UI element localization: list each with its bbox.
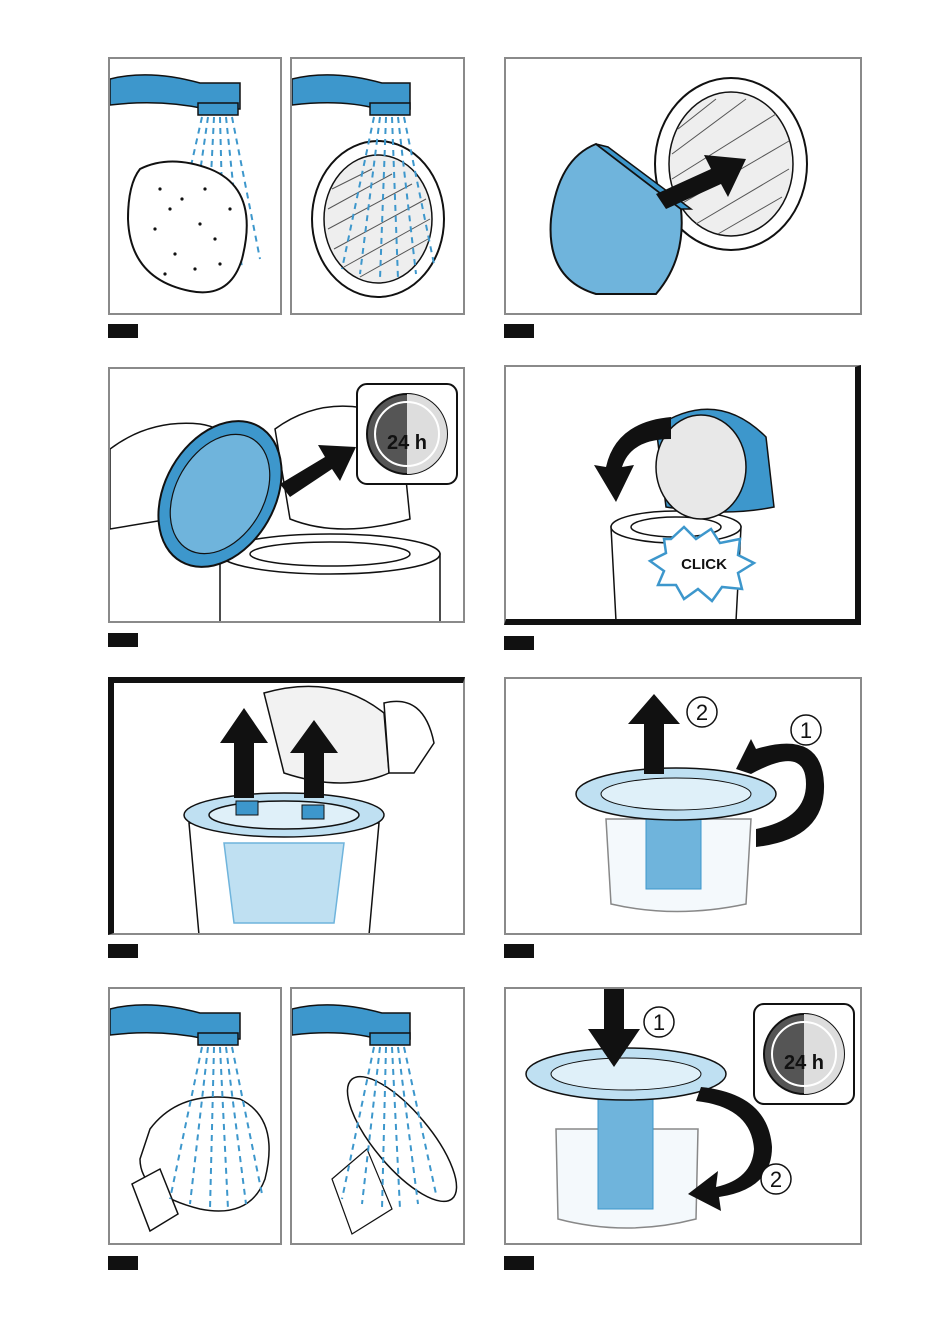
panel-rinse-cyclone [108, 987, 282, 1245]
panel-insert-sponge [504, 57, 862, 315]
step-label-2 [504, 324, 534, 338]
panel-rinse-sponge [108, 57, 282, 315]
step-label-1 [108, 324, 138, 338]
cyclone-icon [526, 1048, 726, 1228]
step-badge-2b: 2 [770, 1167, 782, 1192]
panel-lift-cyclone [108, 677, 465, 935]
faucet-icon [110, 1005, 240, 1045]
lift-arrow-icon: 2 [628, 694, 717, 774]
panel-twist-remove: 2 1 [504, 677, 862, 935]
step-label-5 [108, 944, 138, 958]
step-label-6 [504, 944, 534, 958]
panel-reassemble-cyclone: 1 2 24 h [504, 987, 862, 1245]
click-label: CLICK [681, 556, 727, 573]
faucet-icon [292, 75, 410, 115]
panel-attach-filter: 24 h [108, 367, 465, 623]
timer-icon: 24 h [754, 1004, 854, 1104]
sponge-filter-icon [128, 162, 247, 293]
panel-rinse-mesh [290, 57, 465, 315]
panel-rinse-cyclone-lid [290, 987, 465, 1245]
rotate-arrow-icon: 2 [688, 1087, 791, 1211]
step-badge-2: 2 [696, 700, 708, 725]
step-badge-1b: 1 [653, 1010, 665, 1035]
step-label-7 [108, 1256, 138, 1270]
faucet-icon [292, 1005, 410, 1045]
step-label-8 [504, 1256, 534, 1270]
panel-click-cover: CLICK [504, 365, 861, 625]
timer-label: 24 h [387, 432, 427, 454]
step-label-3 [108, 633, 138, 647]
timer-label-b: 24 h [784, 1052, 824, 1074]
step-label-4 [504, 636, 534, 650]
step-badge-1: 1 [800, 718, 812, 743]
faucet-icon [110, 75, 240, 115]
timer-icon: 24 h [357, 384, 457, 484]
filter-cover-icon [656, 409, 774, 519]
cyclone-icon [576, 768, 776, 912]
